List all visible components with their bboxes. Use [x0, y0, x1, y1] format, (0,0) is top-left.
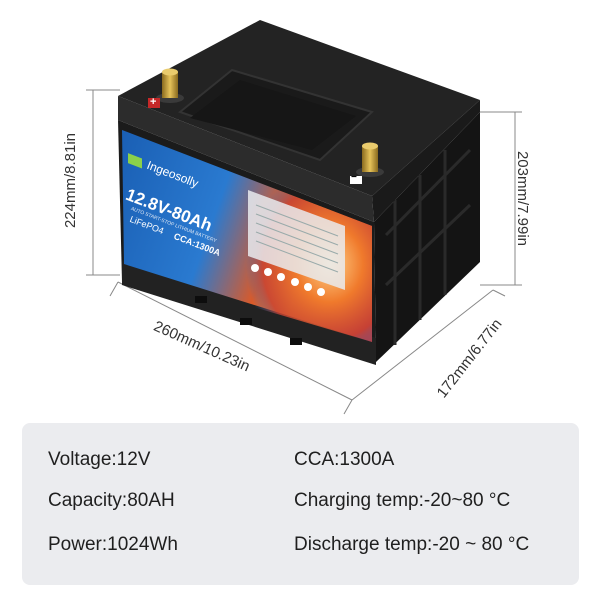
terminal-height-dimension: 203mm/7.99in	[514, 150, 532, 247]
height-dimension: 224mm/8.81in	[62, 132, 80, 229]
battery-side	[374, 112, 480, 362]
product-illustration: Ingeosolly 12.8V-80Ah AUTO START-STOP LI…	[62, 20, 532, 415]
battery-top-side-edge	[372, 100, 480, 222]
battery-label	[122, 130, 372, 342]
spec-voltage: Voltage:12V	[48, 449, 151, 470]
positive-terminal	[148, 68, 184, 108]
base-notches	[195, 296, 302, 345]
battery-top-front-edge	[118, 96, 374, 222]
battery-base	[122, 260, 376, 365]
negative-terminal	[350, 142, 384, 184]
spec-panel: Voltage:12V Capacity:80AH Power:1024Wh C…	[22, 423, 579, 585]
spec-capacity: Capacity:80AH	[48, 490, 175, 511]
dimension-lines	[86, 89, 522, 415]
negative-symbol: −	[351, 172, 357, 183]
spec-cca: CCA:1300A	[294, 449, 395, 470]
battery-side-ribs	[384, 148, 472, 345]
positive-symbol: +	[150, 96, 157, 108]
spec-power: Power:1024Wh	[48, 534, 178, 555]
spec-charging-temp: Charging temp:-20~80 °C	[294, 490, 511, 511]
battery-drawing	[86, 20, 522, 415]
spec-discharge-temp: Discharge temp:-20 ~ 80 °C	[294, 534, 530, 555]
